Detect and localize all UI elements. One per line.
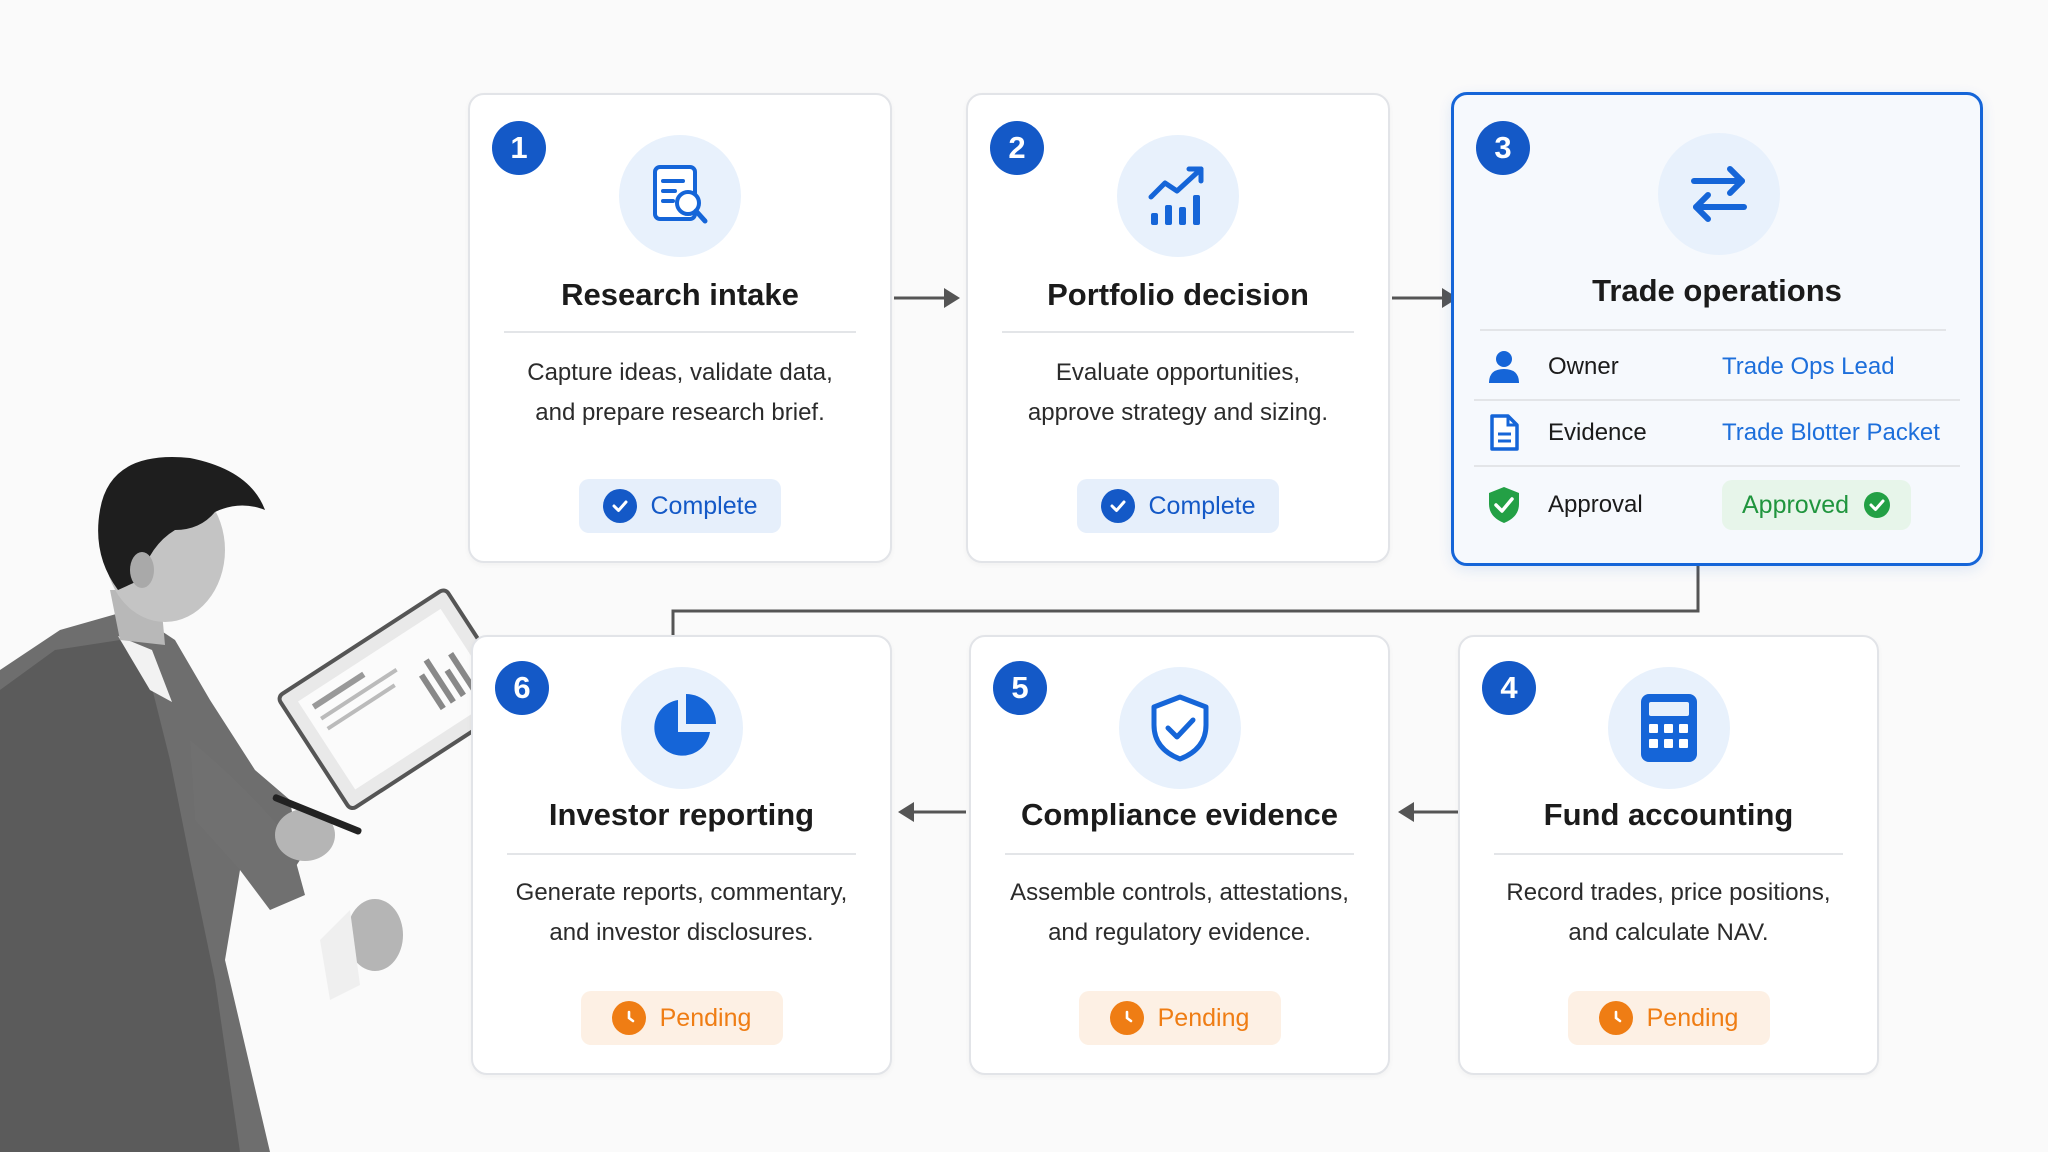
step-number: 5 — [993, 661, 1047, 715]
status-label: Complete — [650, 491, 758, 520]
step-description: Assemble controls, attestations,and regu… — [1010, 879, 1349, 946]
person-icon — [1474, 349, 1534, 385]
status-label: Pending — [1646, 1003, 1739, 1032]
document-search-icon — [619, 135, 741, 257]
divider — [1474, 399, 1960, 401]
detail-row-evidence: Evidence Trade Blotter Packet — [1474, 401, 1960, 465]
check-circle-icon — [1864, 492, 1891, 518]
step-number: 2 — [990, 121, 1044, 175]
step-number: 6 — [495, 661, 549, 715]
step-description: Evaluate opportunities,approve strategy … — [1027, 359, 1329, 426]
step-card-fund-accounting[interactable]: 4 Fund accounting Record trades, price p… — [1458, 635, 1879, 1075]
approval-status-badge: Approved — [1722, 480, 1912, 530]
shield-check-icon — [1118, 667, 1241, 789]
detail-label: Evidence — [1548, 419, 1647, 446]
status-badge-complete: Complete — [579, 479, 781, 533]
step-description: Generate reports, commentary,and investo… — [515, 879, 848, 946]
detail-label: Approval — [1548, 491, 1643, 518]
step-number: 3 — [1476, 121, 1530, 175]
pie-chart-icon — [620, 667, 743, 789]
divider — [1480, 329, 1946, 331]
status-label: Pending — [659, 1003, 752, 1032]
step-description: Record trades, price positions,and calcu… — [1506, 879, 1831, 946]
step-title: Research intake — [561, 277, 799, 312]
divider — [504, 331, 856, 333]
check-circle-icon — [602, 489, 637, 523]
step-number: 4 — [1482, 661, 1536, 715]
document-icon — [1474, 414, 1534, 452]
status-label: Complete — [1148, 491, 1256, 520]
check-circle-icon — [1100, 489, 1135, 523]
step-title: Compliance evidence — [1020, 797, 1338, 832]
step-card-trade-operations[interactable]: 3 Trade operations Owner Trade Ops Lead … — [1451, 92, 1983, 566]
divider — [507, 853, 856, 855]
approval-status-label: Approved — [1742, 490, 1850, 519]
status-badge-pending: Pending — [1567, 991, 1770, 1045]
divider — [1002, 331, 1354, 333]
status-badge-complete: Complete — [1077, 479, 1279, 533]
step-card-portfolio-decision[interactable]: 2 Portfolio decision Evaluate opportunit… — [966, 93, 1390, 563]
connector-arrow-1-2 — [894, 288, 960, 308]
step-title: Trade operations — [1592, 273, 1842, 308]
status-label: Pending — [1157, 1003, 1250, 1032]
status-badge-pending: Pending — [580, 991, 783, 1045]
connector-arrow-5-6 — [898, 802, 966, 822]
connector-3-to-row2 — [671, 565, 1700, 635]
person-illustration — [0, 457, 500, 1152]
calculator-icon — [1607, 667, 1730, 789]
divider — [1005, 853, 1354, 855]
divider — [1494, 853, 1843, 855]
detail-label: Owner — [1548, 353, 1619, 380]
step-card-compliance-evidence[interactable]: 5 Compliance evidence Assemble controls,… — [969, 635, 1390, 1075]
step-title: Fund accounting — [1543, 797, 1794, 832]
status-badge-pending: Pending — [1078, 991, 1281, 1045]
step-card-investor-reporting[interactable]: 6 Investor reporting Generate reports, c… — [471, 635, 892, 1075]
connector-arrow-4-5 — [1398, 802, 1460, 822]
clock-icon — [1109, 1001, 1144, 1035]
step-title: Portfolio decision — [1047, 277, 1309, 312]
step-description: Capture ideas, validate data,and prepare… — [527, 359, 833, 426]
clock-icon — [1598, 1001, 1633, 1035]
connector-arrow-2-3 — [1392, 288, 1458, 308]
detail-row-owner: Owner Trade Ops Lead — [1474, 335, 1960, 399]
shield-check-green-icon — [1474, 485, 1534, 525]
detail-row-approval: Approval Approved — [1474, 473, 1960, 537]
divider — [1474, 465, 1960, 467]
clock-icon — [611, 1001, 646, 1035]
step-card-research-intake[interactable]: 1 Research intake Capture ideas, validat… — [468, 93, 892, 563]
growth-chart-icon — [1117, 135, 1239, 257]
swap-arrows-icon — [1658, 133, 1780, 255]
evidence-link[interactable]: Trade Blotter Packet — [1722, 419, 1940, 446]
step-title: Investor reporting — [548, 797, 815, 832]
step-number: 1 — [492, 121, 546, 175]
owner-link[interactable]: Trade Ops Lead — [1722, 353, 1895, 380]
